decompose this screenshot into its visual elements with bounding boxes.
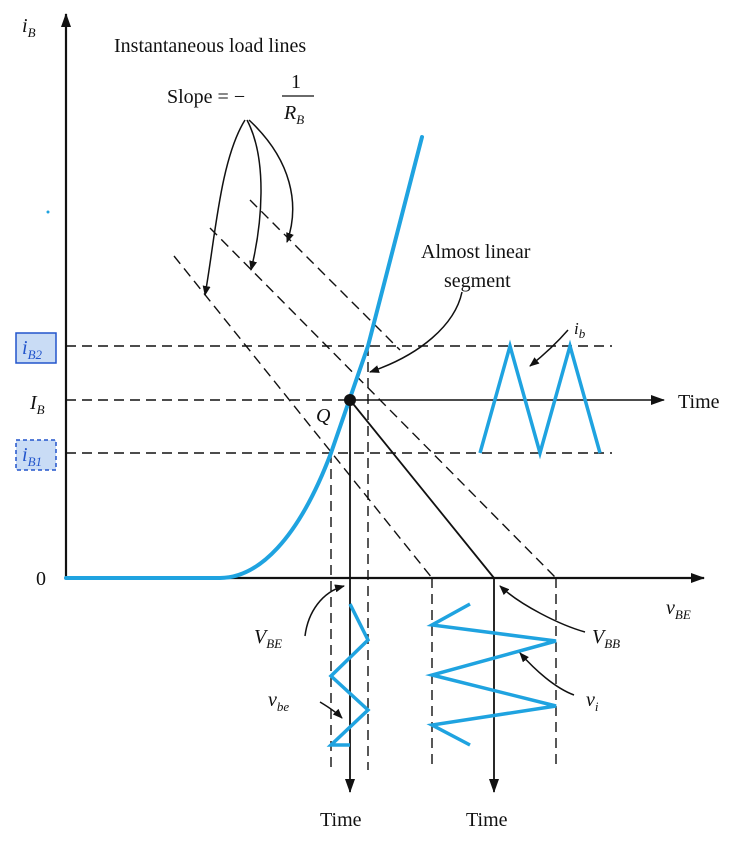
stray-dot	[46, 210, 50, 214]
iB2-label: iB2	[22, 337, 43, 362]
vbe-label: vbe	[268, 689, 289, 714]
VBE-label: VBE	[254, 626, 282, 651]
pointer-arrow-loadline-1	[202, 119, 246, 296]
q-point-marker	[344, 394, 356, 406]
iB1-highlight-box	[15, 439, 57, 471]
time-label-bottom-left: Time	[320, 809, 362, 831]
pointer-arrow-vbe-dc	[304, 584, 345, 637]
ib-waveform-label: ib	[574, 319, 586, 341]
vi-waveform	[425, 602, 557, 747]
time-label-right: Time	[678, 391, 720, 413]
pointer-arrow-vbe-ac	[319, 701, 343, 719]
q-point-label: Q	[316, 405, 331, 427]
vi-label: vi	[586, 689, 599, 714]
load-line-lower	[173, 255, 433, 579]
VBB-label: VBB	[592, 626, 620, 651]
y-axis-label: iB	[22, 15, 36, 40]
almost-linear-label-line1: Almost linear	[421, 241, 531, 263]
origin-label: 0	[36, 568, 46, 590]
load-line-upper	[209, 227, 557, 579]
slope-label: Slope = −	[167, 86, 245, 108]
x-axis-label: vBE	[666, 597, 691, 622]
slope-denominator: RB	[283, 102, 304, 127]
vbe-waveform	[326, 603, 371, 747]
slope-numerator: 1	[291, 71, 301, 93]
pointer-arrow-ib	[529, 329, 569, 367]
pointer-arrow-loadline-2	[246, 119, 262, 271]
pointer-arrow-loadline-3	[248, 119, 294, 243]
iB2-highlight-box	[15, 332, 57, 364]
time-label-bottom-right: Time	[466, 809, 508, 831]
load-lines-title: Instantaneous load lines	[114, 35, 306, 57]
almost-linear-label-line2: segment	[444, 270, 511, 292]
input-characteristic-curve	[64, 135, 424, 580]
IB-label: IB	[29, 392, 45, 417]
pointer-arrow-linear-segment	[369, 291, 463, 373]
load-line-top	[249, 199, 401, 351]
pointer-arrow-vbb	[499, 585, 586, 633]
load-line-quiescent	[349, 399, 495, 579]
iB1-label: iB1	[22, 444, 42, 469]
ib-waveform	[478, 339, 602, 460]
pointer-arrow-vi	[519, 652, 575, 696]
